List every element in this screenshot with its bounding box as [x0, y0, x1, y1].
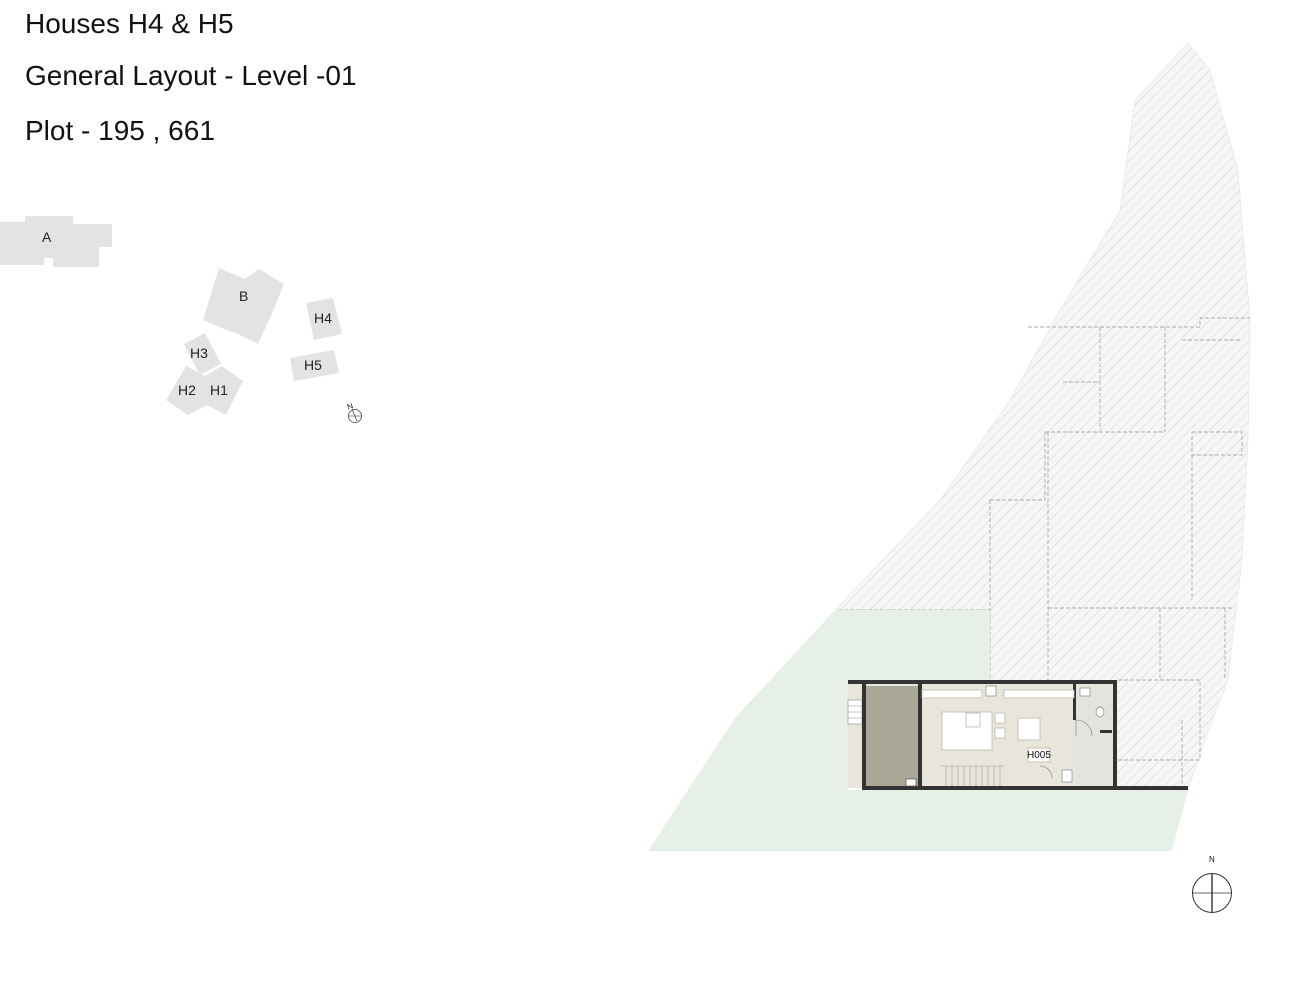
building-h4-shape	[306, 298, 342, 340]
building-label-h1: H1	[210, 382, 228, 398]
lawn-area	[648, 610, 1188, 851]
key-plan-north-label: N	[346, 401, 355, 412]
building-label-h3: H3	[190, 345, 208, 361]
title-houses: Houses H4 & H5	[25, 8, 234, 39]
building-label-h2: H2	[178, 382, 196, 398]
bathroom-fixtures	[985, 685, 1105, 783]
house-floor-plan: H005	[847, 680, 1188, 790]
key-plan: A B H4 H5 H3 H2 H1 N	[0, 216, 362, 423]
building-h1-h2-shape	[166, 366, 243, 415]
building-label-h4: H4	[314, 310, 332, 326]
stairs	[940, 765, 1004, 786]
door-swings	[1039, 719, 1093, 779]
covered-terrace	[866, 686, 920, 788]
building-a-shape	[0, 216, 112, 267]
building-label-h5: H5	[304, 357, 322, 373]
site-plan: H005 N	[648, 42, 1251, 913]
building-label-a: A	[42, 229, 52, 245]
room-label-h005: H005	[1027, 750, 1051, 761]
north-label: N	[1209, 855, 1215, 864]
building-label-b: B	[239, 288, 248, 304]
building-h5-shape	[290, 350, 339, 381]
furniture	[921, 689, 1075, 763]
building-b-shape	[203, 268, 284, 344]
key-plan-north-arrow-icon: N	[346, 401, 362, 423]
north-arrow-icon: N	[1192, 855, 1232, 913]
title-plot: Plot - 195 , 661	[25, 115, 215, 146]
walls	[848, 680, 1188, 790]
building-h3-shape	[184, 333, 221, 375]
small-fixture	[905, 778, 917, 787]
service-wing	[1076, 686, 1112, 786]
title-layout-level: General Layout - Level -01	[25, 60, 357, 91]
